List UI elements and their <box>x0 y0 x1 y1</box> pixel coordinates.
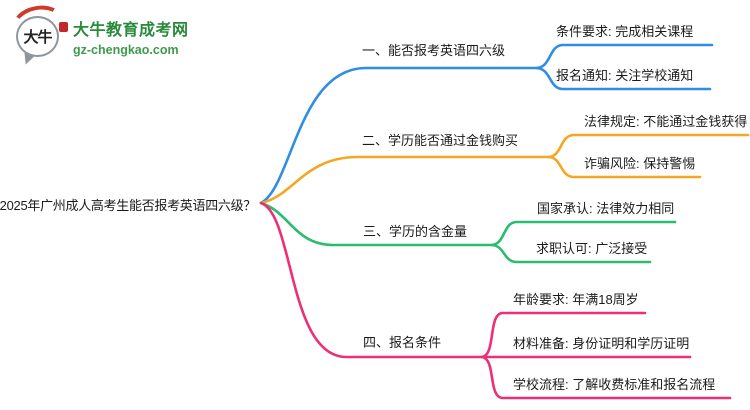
branch-1-child-1: 条件要求: 完成相关课程 <box>556 24 694 39</box>
branch-2-trunk-line <box>259 155 551 205</box>
branch-1-child-2: 报名通知: 关注学校通知 <box>556 68 694 83</box>
branch-2-child-1: 法律规定: 不能通过金钱获得 <box>584 114 748 129</box>
branch-1-label: 一、能否报考英语四六级 <box>362 43 506 58</box>
branch-1-trunk-line <box>259 66 539 205</box>
logo-speech-bubble-icon: 大牛 <box>8 0 68 67</box>
branch-4-trunk-line <box>259 201 484 359</box>
site-url: gz-chengkao.com <box>73 43 179 57</box>
branch-4-child-1: 年龄要求: 年满18周岁 <box>513 292 639 307</box>
logo-red-seal-icon <box>59 22 68 32</box>
branch-4-child-1-line <box>480 311 647 359</box>
site-logo: 大牛 大牛教育成考网 gz-chengkao.com <box>8 0 189 67</box>
branch-4-child-3-line <box>480 355 732 400</box>
branch-4-child-3: 学校流程: 了解收费标准和报名流程 <box>513 377 716 392</box>
branch-2-child-2-line <box>547 155 702 179</box>
branch-2-label: 二、学历能否通过金钱购买 <box>362 133 519 148</box>
branch-3-child-2: 求职认可: 广泛接受 <box>536 241 648 256</box>
branch-1-child-2-line <box>535 66 712 91</box>
site-name: 大牛教育成考网 <box>73 22 189 39</box>
branch-1-child-1-line <box>535 43 714 70</box>
branch-2-child-2: 诈骗风险: 保持警惕 <box>584 156 696 171</box>
branch-3-child-1-line <box>490 220 677 247</box>
root-topic: 2025年广州成人高考生能否报考英语四六级？ <box>0 198 256 213</box>
logo-text-block: 大牛教育成考网 gz-chengkao.com <box>73 10 189 57</box>
branch-3-child-2-line <box>490 243 652 264</box>
branch-3-label: 三、学历的含金量 <box>363 224 468 239</box>
branch-4-label: 四、报名条件 <box>363 335 442 350</box>
branch-3-child-1: 国家承认: 法律效力相同 <box>537 201 675 216</box>
logo-bubble-text: 大牛 <box>16 16 59 57</box>
branch-4-child-2: 材料准备: 身份证明和学历证明 <box>513 336 690 351</box>
branch-3-trunk-line <box>259 201 494 247</box>
branch-2-child-1-line <box>547 133 750 159</box>
